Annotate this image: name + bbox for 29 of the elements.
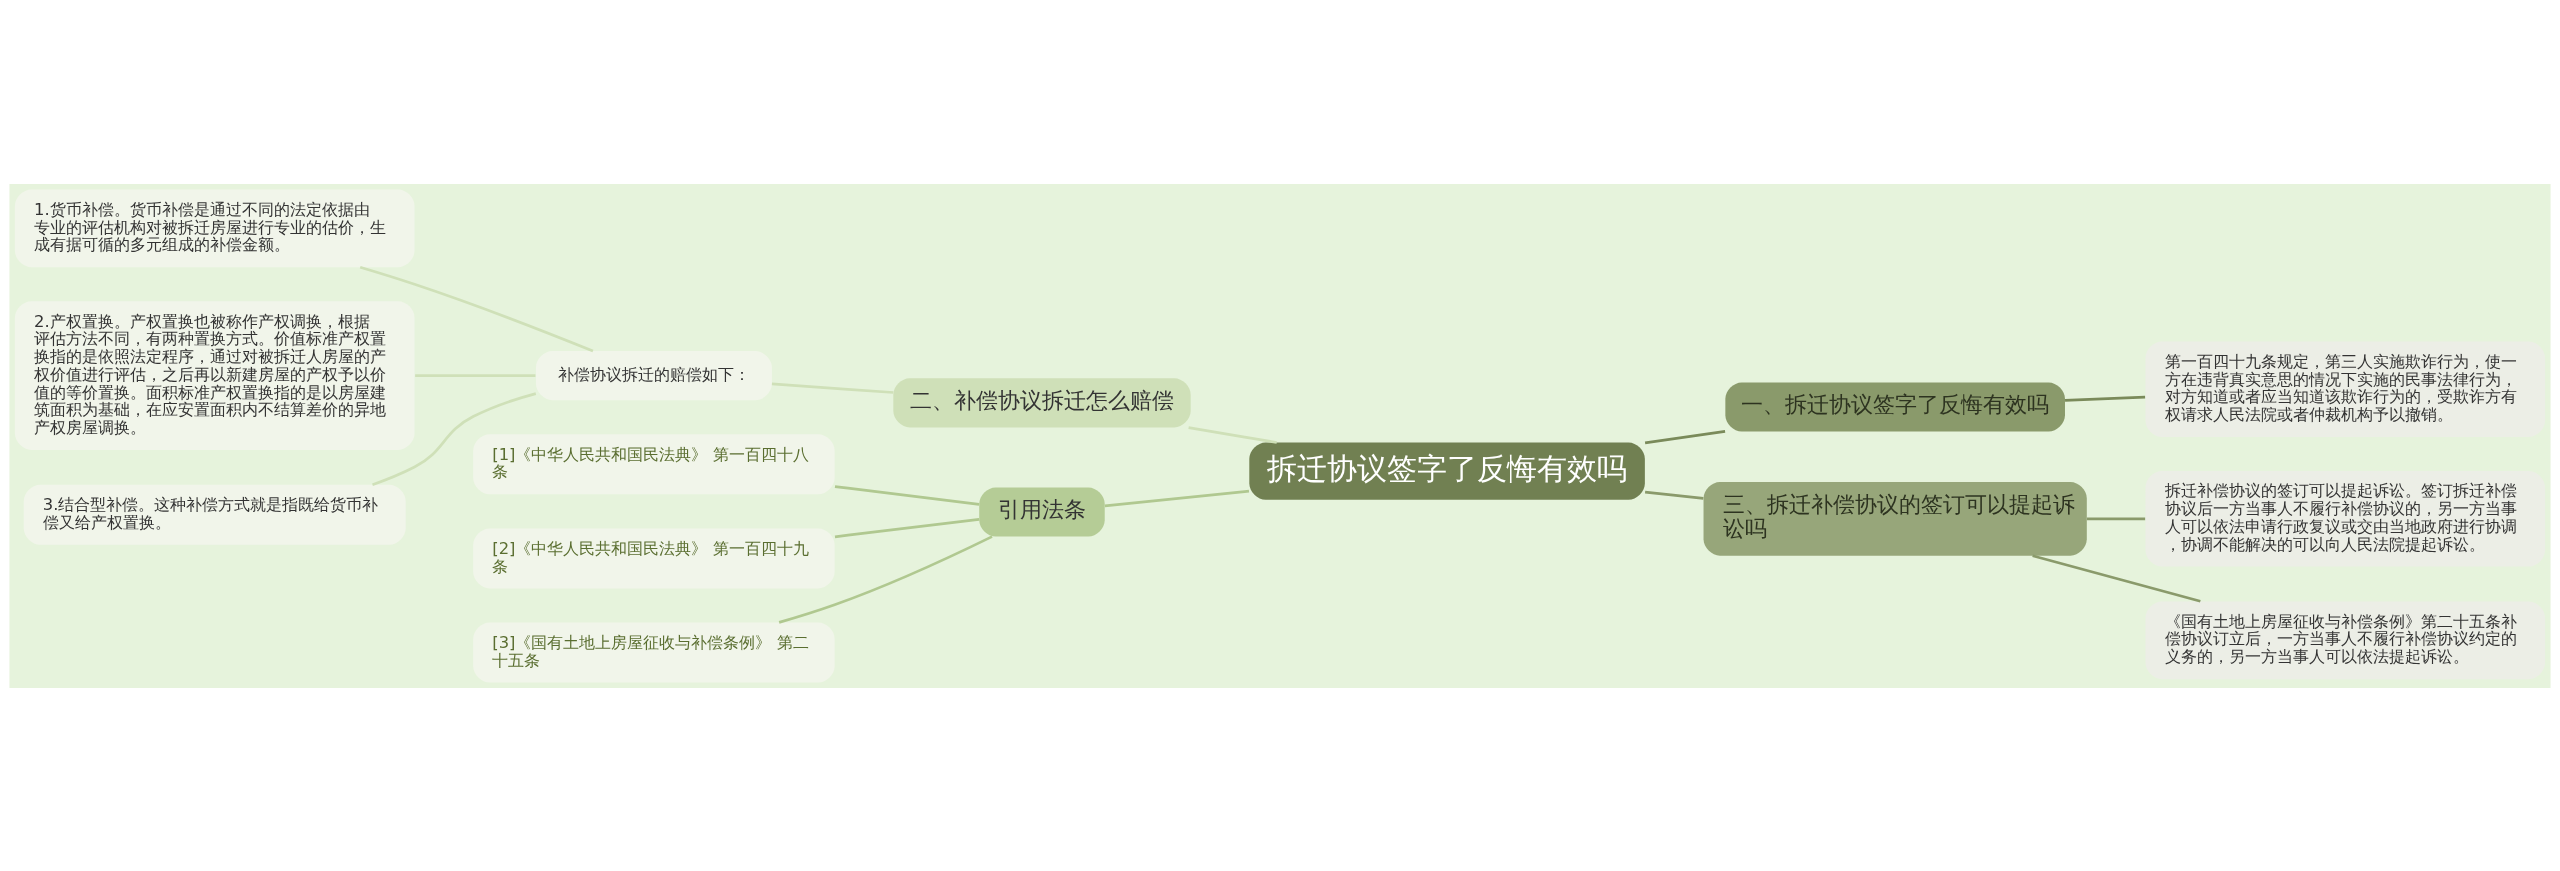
node-box: 补偿协议拆迁的赔偿如下： <box>535 350 772 400</box>
connector <box>834 517 980 538</box>
connector <box>415 373 536 377</box>
connector <box>771 382 894 394</box>
node-box: 一、拆迁协议签字了反悔有效吗 <box>1725 381 2065 432</box>
connector <box>1188 425 1277 444</box>
node-box: [2]《中华人民共和国民法典》 第一百四十九条 <box>473 527 835 588</box>
connector <box>1644 490 1704 500</box>
node-box: 拆迁协议签字了反悔有效吗 <box>1249 442 1645 500</box>
node-box: 3.结合型补偿。这种补偿方式就是指既给货币补偿又给产权置换。 <box>23 484 406 545</box>
connector <box>2032 553 2201 603</box>
node-box: 拆迁补偿协议的签订可以提起诉讼。签订拆迁补偿协议后一方当事人不履行补偿协议的，另一方当事人可以依法申请行政复议或交由当地政府进行协调，协调不能解决的可以向人民法院提起诉讼。 <box>2145 470 2546 567</box>
node-box: [1]《中华人民共和国民法典》 第一百四十八条 <box>473 433 835 494</box>
connector <box>1104 489 1250 507</box>
node-box: 第一百四十九条规定，第三人实施欺诈行为，使一方在违背真实意思的情况下实施的民事法律行为，对方知道或者应当知道该欺诈行为的，受欺诈方有权请求人民法院或者仲裁机构予以撤销。 <box>2145 341 2546 437</box>
connector <box>2065 395 2146 402</box>
connector <box>778 534 993 624</box>
node-box: 2.产权置换。产权置换也被称作产权调换，根据评估方法不同，有两种置换方式。价值标准产权置换指的是依照法定程序，通过对被拆迁人房屋的产权价值进行评估，之后再以新建房屋的产权予以价值的等价置换。面积标准产权置换指的是以房屋建筑面积为基础，在应安置面积内不结算差价的异地产权房屋调换。 <box>14 300 415 450</box>
connector <box>2086 517 2146 520</box>
node-box: [3]《国有土地上房屋征收与补偿条例》 第二十五条 <box>473 622 835 683</box>
connector <box>834 484 980 506</box>
node-box: 《国有土地上房屋征收与补偿条例》第二十五条补偿协议订立后，一方当事人不履行补偿协议约定的义务的，另一方当事人可以依法提起诉讼。 <box>2145 600 2546 679</box>
node-box: 引用法条 <box>979 487 1105 537</box>
node-box: 二、补偿协议拆迁怎么赔偿 <box>893 377 1191 427</box>
node-box: 1.货币补偿。货币补偿是通过不同的法定依据由专业的评估机构对被拆迁房屋进行专业的估价，生成有据可循的多元组成的补偿金额。 <box>14 188 415 267</box>
connector <box>372 391 537 486</box>
connector <box>359 265 594 352</box>
connector <box>1644 429 1726 444</box>
node-box: 三、拆迁补偿协议的签订可以提起诉讼吗 <box>1703 481 2087 556</box>
